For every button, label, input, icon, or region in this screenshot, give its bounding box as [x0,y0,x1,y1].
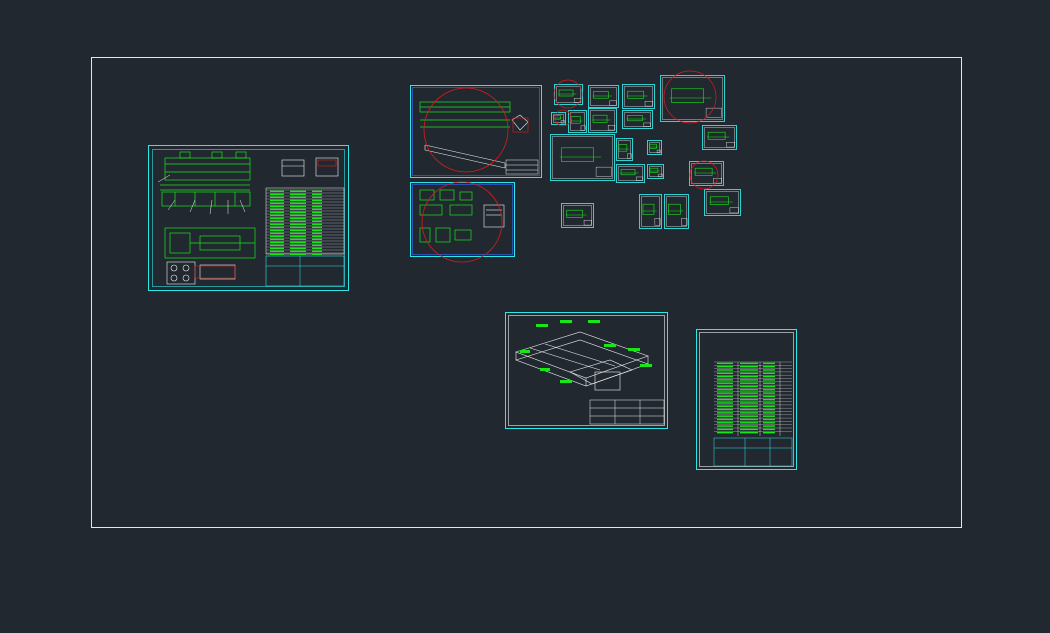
sheet-assembly-layout[interactable] [148,145,349,291]
sheet-small-detail[interactable] [664,194,689,229]
detail-sheets-cluster[interactable] [550,70,741,229]
parts-list-title-block [713,437,793,467]
assembly-plan-view [164,227,256,259]
sheet-small-detail[interactable] [561,203,594,228]
assembly-side-views [281,157,339,177]
sheet-small-detail[interactable] [647,140,662,155]
isometric-callout-labels [520,320,652,383]
sheet-small-detail[interactable] [616,164,645,183]
isometric-title-block [589,399,665,425]
sheet-small-detail[interactable] [660,75,725,122]
assembly-bottom-view [166,261,236,285]
revision-circle-icon [423,87,509,173]
sheet-small-detail[interactable] [702,125,737,150]
sheet-small-detail[interactable] [622,84,655,109]
components-iso [483,204,505,228]
revision-circle-icon [421,181,503,263]
sheet-small-detail[interactable] [550,134,615,181]
revision-circle-icon [689,160,719,190]
sheet-small-detail[interactable] [588,108,617,133]
revision-circle-icon [663,70,717,124]
sheet-small-detail[interactable] [554,84,583,105]
beam-elevation [419,101,511,128]
sheet-small-detail[interactable] [568,110,587,133]
sheet-components-detail[interactable] [410,181,515,263]
beam-title-block [505,159,539,175]
sheet-small-detail[interactable] [588,85,619,108]
sheet-small-detail[interactable] [551,112,566,125]
sheet-small-detail[interactable] [639,194,662,229]
isometric-frame-model [515,331,649,391]
sheet-small-detail[interactable] [704,189,741,216]
components-parts [419,189,473,243]
sheet-small-detail[interactable] [647,164,664,179]
revision-circle-icon [553,79,583,109]
sheet-parts-list[interactable] [696,329,797,470]
assembly-leaders [157,174,246,215]
sheet-long-beam-part[interactable] [410,85,542,178]
sheet-small-detail[interactable] [622,110,653,129]
assembly-elevation [160,151,251,207]
sheet-small-detail[interactable] [616,138,633,161]
sheet-isometric-view[interactable] [505,312,668,429]
revision-circle-icon [554,109,572,127]
parts-list-table [714,361,792,436]
assembly-bom-table [265,187,345,287]
drawing-boundary [91,57,962,528]
